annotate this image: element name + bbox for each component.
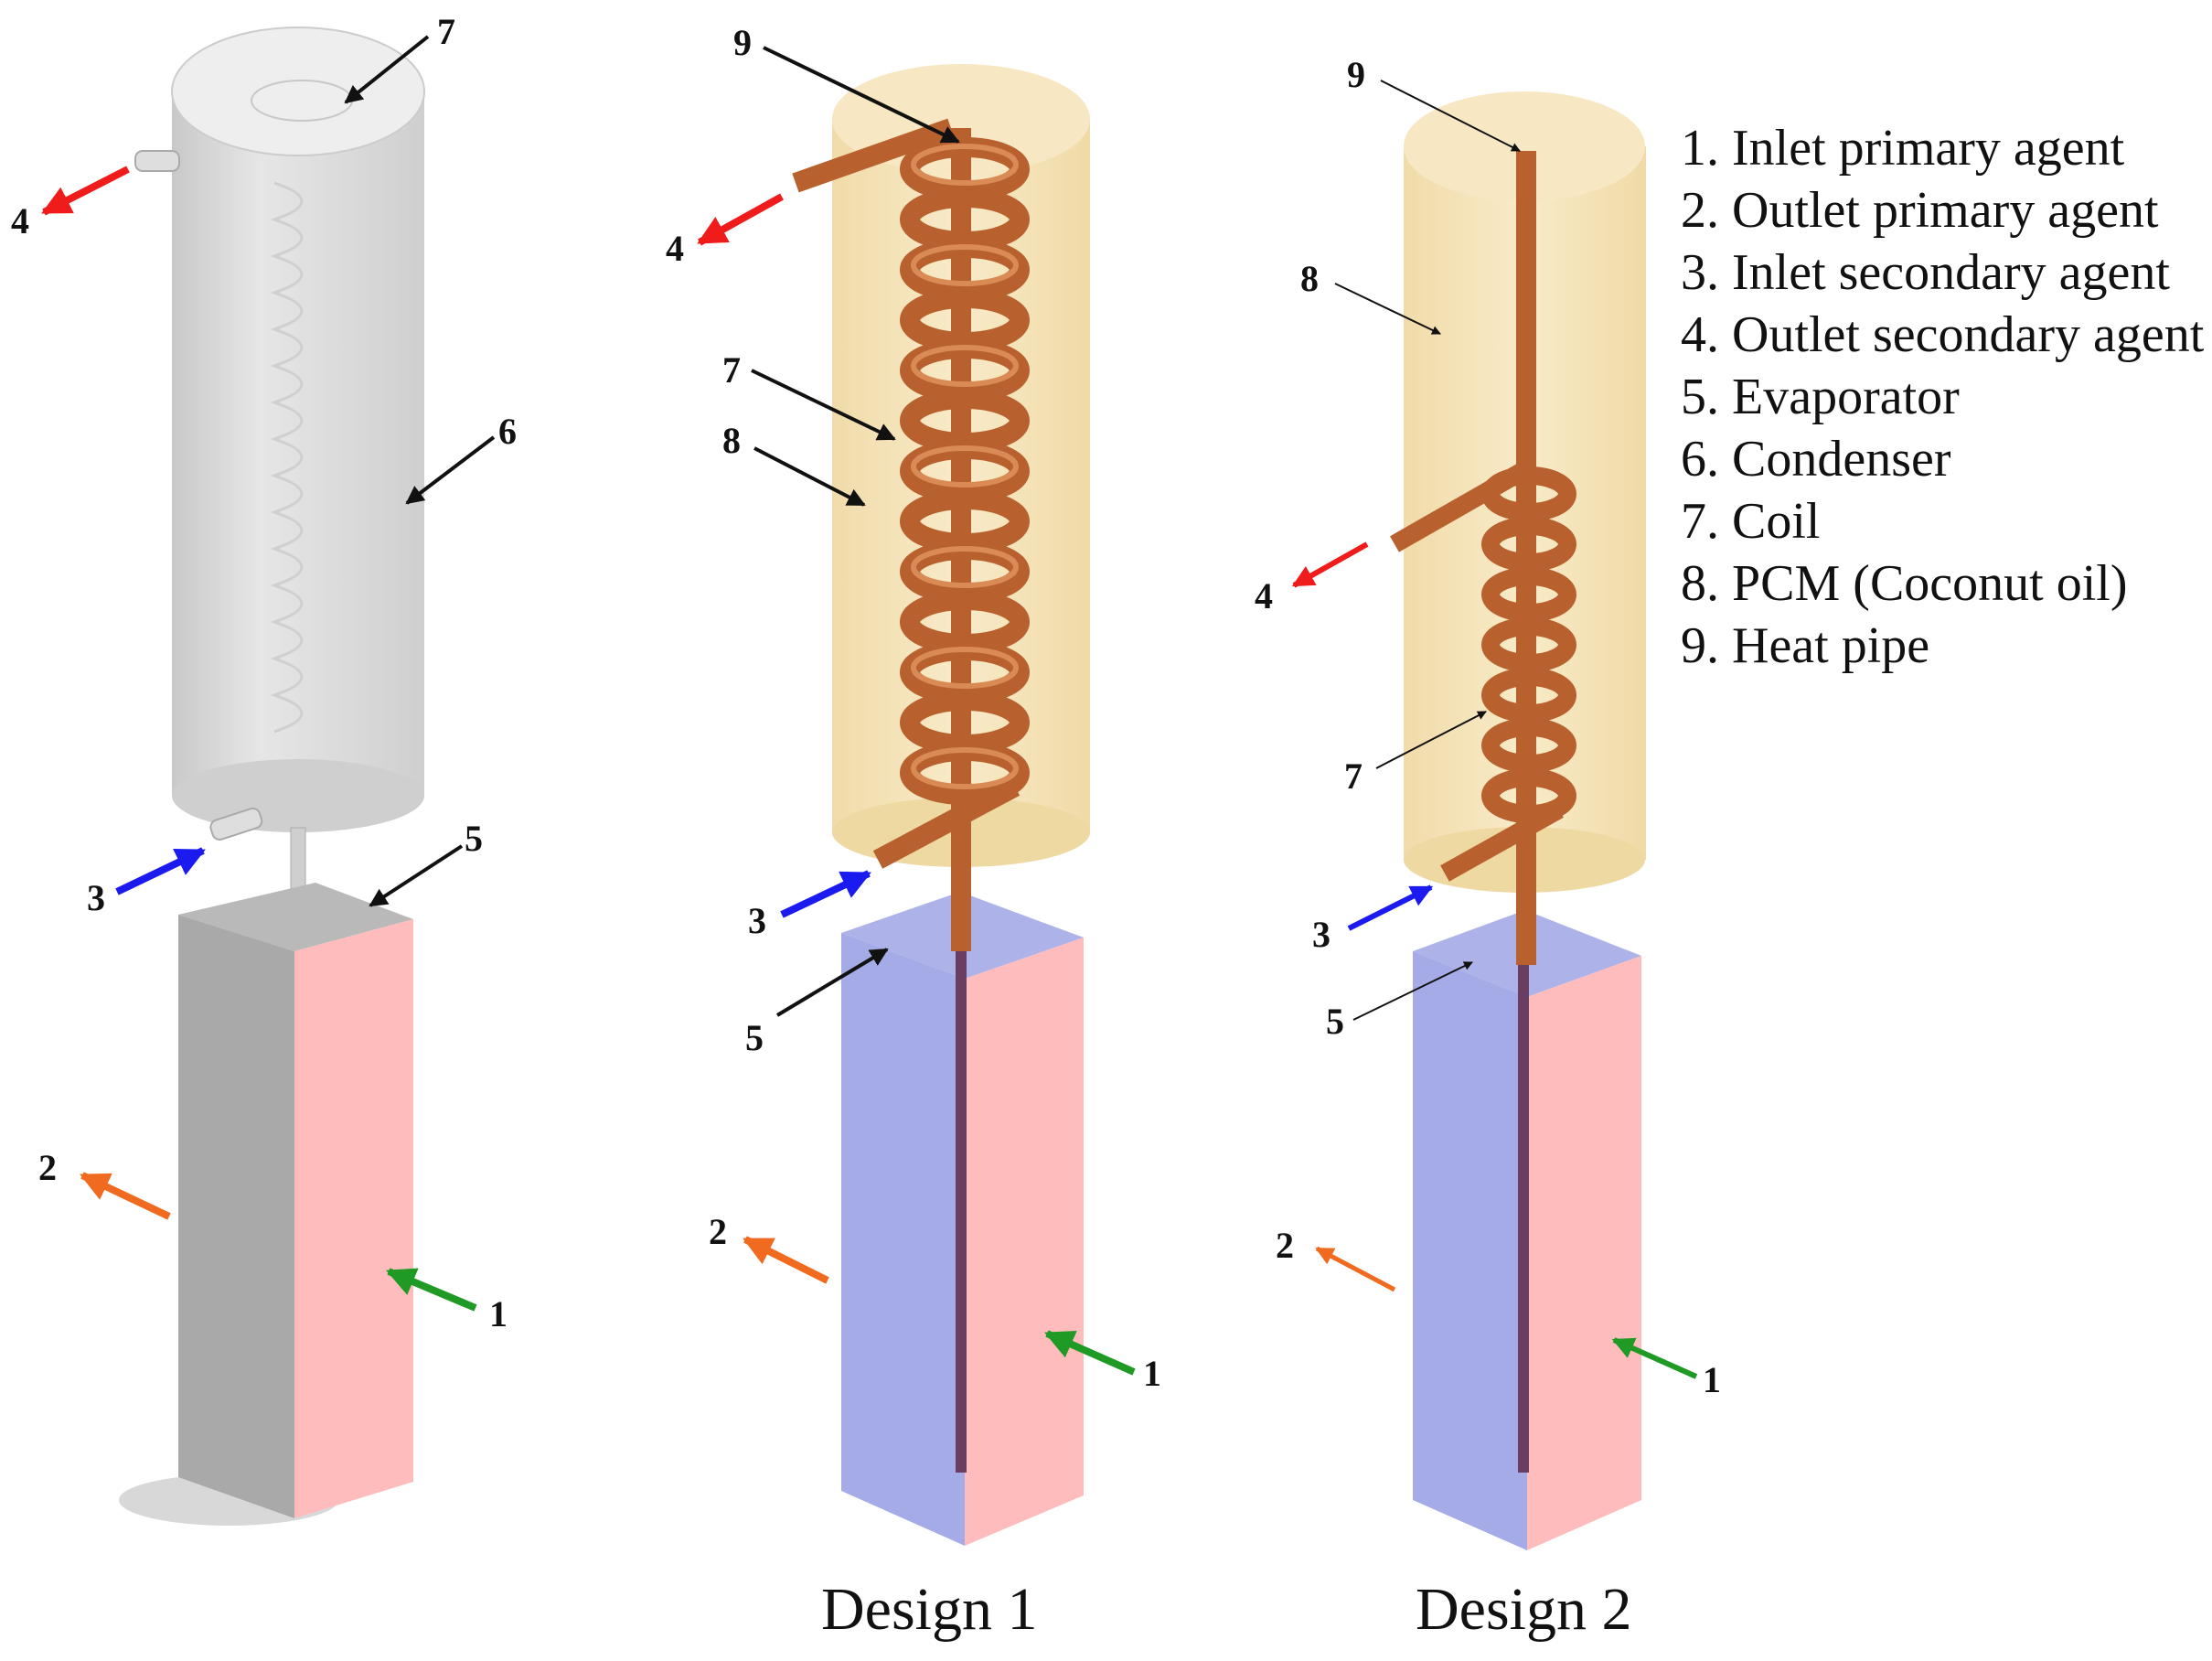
callout-2-d1: 2: [709, 1211, 727, 1252]
arrow-secondary-in-d1: [780, 870, 871, 918]
legend-item-evaporator: 5. Evaporator: [1681, 369, 1960, 425]
arrow-primary-out-base: [80, 1172, 171, 1220]
callout-8-d1: 8: [722, 420, 741, 461]
callout-2-d2: 2: [1276, 1225, 1294, 1266]
leader-8-d1: [753, 446, 866, 507]
leader-7-base: [344, 35, 430, 104]
arrow-secondary-in-d2: [1347, 884, 1434, 931]
callout-5-base: 5: [465, 818, 483, 859]
design2-heat-pipe-lower: [1518, 915, 1529, 1473]
flow-arrows: [41, 166, 1698, 1379]
leader-9-d2: [1380, 80, 1521, 152]
callout-6-base: 6: [498, 411, 517, 452]
leader-7-d1: [751, 369, 896, 441]
design-2: [1390, 91, 1646, 1550]
evaporator-top-face: [178, 883, 413, 951]
design2-evaporator-left: [1413, 951, 1527, 1550]
design2-evaporator-right: [1527, 956, 1641, 1550]
condenser-inlet-nozzle: [209, 807, 263, 841]
legend-item-coil: 7. Coil: [1681, 493, 1821, 550]
callout-3-base: 3: [87, 877, 105, 918]
design1-heat-pipe-lower: [956, 878, 967, 1473]
legend-item-inlet-primary: 1. Inlet primary agent: [1681, 120, 2125, 177]
leader-7-d2: [1375, 711, 1487, 769]
callout-7-base: 7: [437, 11, 455, 52]
arrow-primary-out-d2: [1315, 1246, 1396, 1292]
legend-item-outlet-secondary: 4. Outlet secondary agent: [1681, 306, 2205, 363]
leader-8-d2: [1334, 283, 1441, 335]
callout-3-d2: 3: [1312, 914, 1330, 955]
arrow-primary-out-d1: [743, 1236, 829, 1284]
leader-5-d2: [1352, 961, 1473, 1021]
legend-item-pcm: 8. PCM (Coconut oil): [1681, 555, 2128, 612]
arrow-secondary-in-base: [115, 847, 206, 895]
base-system: [119, 27, 425, 1526]
condenser-body: [172, 91, 424, 796]
evaporator-left-face: [178, 915, 294, 1518]
leader-5-d1: [775, 948, 889, 1017]
condenser-internal-coil: [270, 181, 304, 734]
condenser-outlet-nozzle: [134, 150, 180, 172]
caption-design-2: Design 2: [1416, 1576, 1632, 1643]
arrow-secondary-out-base: [41, 166, 130, 216]
legend-item-condenser: 6. Condenser: [1681, 431, 1951, 488]
callout-1-d2: 1: [1703, 1359, 1721, 1400]
callout-2-base: 2: [38, 1147, 57, 1188]
callout-5-d1: 5: [745, 1017, 764, 1058]
callout-5-d2: 5: [1326, 1001, 1344, 1042]
design-1: [792, 64, 1090, 1546]
legend: 1. Inlet primary agent 2. Outlet primary…: [1681, 117, 2204, 677]
callout-4-d1: 4: [666, 228, 684, 269]
callout-1-d1: 1: [1143, 1353, 1161, 1394]
callout-9-d2: 9: [1347, 54, 1365, 95]
callout-3-d1: 3: [748, 900, 766, 941]
arrow-secondary-out-d1: [697, 193, 784, 246]
design2-coil: [1390, 463, 1576, 882]
callout-numbers: 7 4 6 5 3 2 1 9 4 7 8 3 5 2 1 9 8 4 7 3 …: [11, 11, 1721, 1400]
design2-pcm-top: [1404, 91, 1645, 201]
callout-4-base: 4: [11, 200, 29, 241]
condenser-top: [171, 27, 425, 156]
design1-evaporator-left: [841, 933, 965, 1546]
leader-9-d1: [763, 46, 960, 144]
legend-item-heat-pipe: 9. Heat pipe: [1681, 617, 1930, 674]
callout-9-d1: 9: [733, 22, 752, 63]
caption-design-1: Design 1: [821, 1576, 1038, 1643]
condenser-bottom: [172, 759, 424, 832]
callout-1-base: 1: [489, 1293, 508, 1334]
leader-lines: [344, 35, 1521, 1021]
design1-evaporator-right: [965, 938, 1084, 1546]
callout-4-d2: 4: [1255, 575, 1273, 616]
leader-6-base: [405, 435, 496, 505]
design1-coil-highlight: [911, 144, 1019, 789]
callout-8-d2: 8: [1300, 258, 1319, 299]
arrow-primary-in-d2: [1611, 1337, 1698, 1379]
callout-7-d2: 7: [1344, 755, 1362, 797]
leader-5-base: [369, 844, 464, 907]
arrow-secondary-out-d2: [1291, 541, 1369, 588]
evaporator-right-face: [294, 919, 413, 1518]
legend-item-outlet-primary: 2. Outlet primary agent: [1681, 182, 2159, 239]
callout-7-d1: 7: [722, 349, 741, 391]
arrow-primary-in-base: [386, 1268, 477, 1312]
legend-item-inlet-secondary: 3. Inlet secondary agent: [1681, 244, 2170, 301]
arrow-primary-in-d1: [1044, 1330, 1136, 1376]
